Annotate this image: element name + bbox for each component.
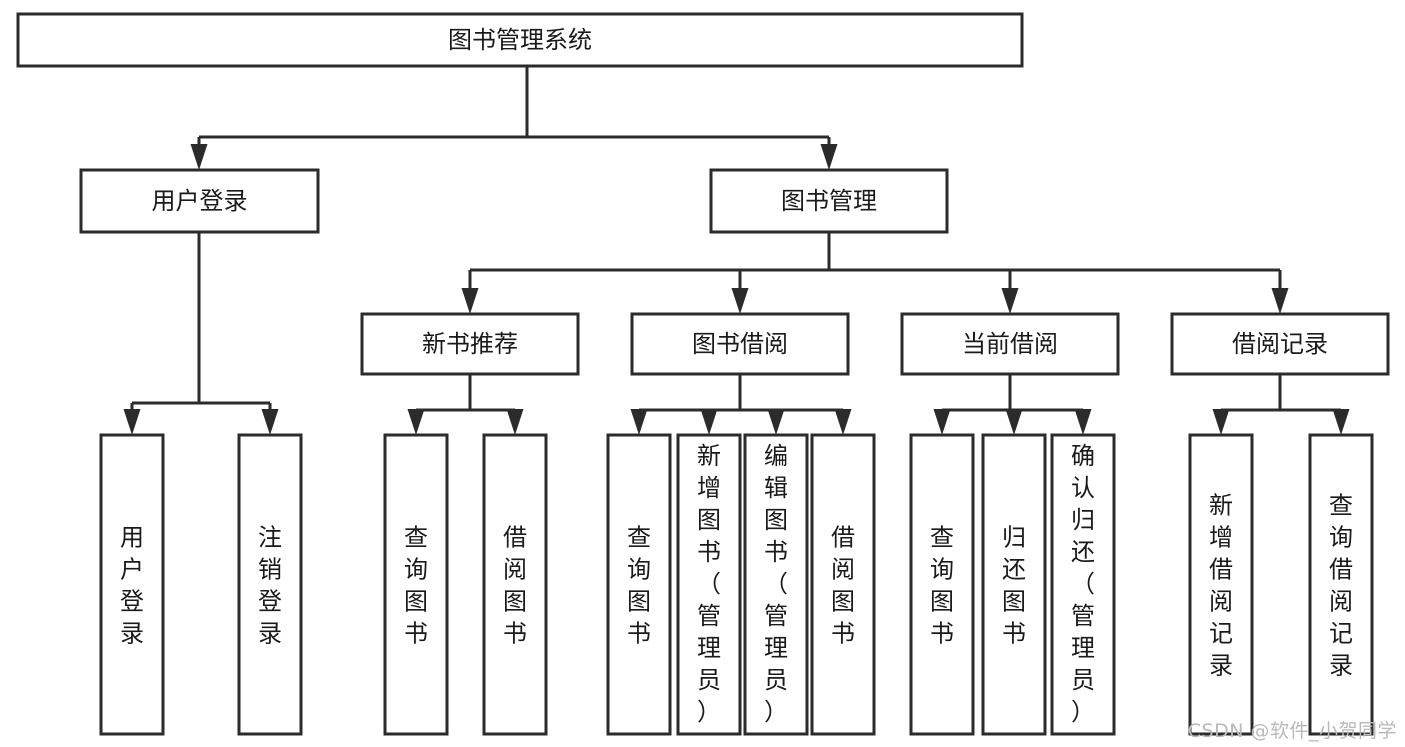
arrowhead-icon — [1074, 409, 1092, 435]
connector-group — [123, 232, 279, 435]
node-leaf-nb-query[interactable]: 查询图书 — [383, 433, 449, 736]
node-box[interactable] — [482, 433, 548, 736]
node-leaf-bo-edit[interactable]: 编辑图书（管理员） — [743, 433, 809, 736]
watermark-label: CSDN @软件_小贺同学 — [1187, 720, 1397, 742]
arrowhead-icon — [1332, 409, 1350, 435]
arrowhead-icon — [820, 144, 838, 170]
node-box[interactable] — [810, 433, 876, 736]
arrowhead-icon — [123, 409, 141, 435]
arrowhead-icon — [190, 144, 208, 170]
node-label: 借阅记录 — [1232, 330, 1328, 358]
node-leaf-re-add[interactable]: 新增借阅记录 — [1188, 433, 1254, 736]
node-leaf-cu-confirm[interactable]: 确认归还（管理员） — [1050, 433, 1116, 736]
node-box[interactable] — [709, 168, 949, 234]
arrowhead-icon — [630, 409, 648, 435]
arrowhead-icon — [933, 409, 951, 435]
node-label: 新书推荐 — [422, 330, 518, 358]
node-box[interactable] — [1050, 433, 1116, 736]
connector-group — [1212, 374, 1350, 435]
node-label: 查询借阅记录 — [1329, 491, 1353, 679]
node-leaf-re-query[interactable]: 查询借阅记录 — [1308, 433, 1374, 736]
arrowhead-icon — [1212, 409, 1230, 435]
node-label: 注销登录 — [258, 523, 282, 647]
arrowhead-icon — [834, 409, 852, 435]
node-label: 新增借阅记录 — [1209, 491, 1233, 679]
node-label: 新增图书（管理员） — [697, 442, 721, 726]
node-root[interactable]: 图书管理系统 — [16, 12, 1024, 68]
node-leaf-cu-return[interactable]: 归还图书 — [981, 433, 1047, 736]
node-label: 图书借阅 — [692, 330, 788, 358]
node-box[interactable] — [606, 433, 672, 736]
node-label: 查询图书 — [404, 523, 428, 647]
node-label: 编辑图书（管理员） — [764, 442, 788, 726]
node-label: 当前借阅 — [962, 330, 1058, 358]
node-leaf-cu-query[interactable]: 查询图书 — [909, 433, 975, 736]
connector-group — [630, 374, 852, 435]
node-box[interactable] — [630, 312, 850, 376]
node-newbook[interactable]: 新书推荐 — [360, 312, 580, 376]
node-label: 查询图书 — [930, 523, 954, 647]
node-box[interactable] — [743, 433, 809, 736]
node-records[interactable]: 借阅记录 — [1170, 312, 1390, 376]
arrowhead-icon — [1271, 288, 1289, 314]
node-box[interactable] — [900, 312, 1120, 376]
node-box[interactable] — [1170, 312, 1390, 376]
arrowhead-icon — [1005, 409, 1023, 435]
node-leaf-bo-borrow[interactable]: 借阅图书 — [810, 433, 876, 736]
node-current[interactable]: 当前借阅 — [900, 312, 1120, 376]
arrowhead-icon — [731, 288, 749, 314]
node-box[interactable] — [383, 433, 449, 736]
node-box[interactable] — [981, 433, 1047, 736]
node-borrow[interactable]: 图书借阅 — [630, 312, 850, 376]
node-label: 图书管理系统 — [448, 26, 592, 54]
node-box[interactable] — [1188, 433, 1254, 736]
connector-group — [461, 232, 1289, 314]
connector-group — [933, 374, 1092, 435]
node-label: 借阅图书 — [503, 523, 527, 647]
node-box[interactable] — [1308, 433, 1374, 736]
node-login[interactable]: 用户登录 — [79, 168, 320, 234]
node-box[interactable] — [99, 433, 165, 736]
node-label: 确认归还（管理员） — [1071, 442, 1095, 726]
node-leaf-user-logout[interactable]: 注销登录 — [237, 433, 303, 736]
node-label: 归还图书 — [1002, 523, 1026, 647]
connector-group — [190, 66, 838, 170]
node-box[interactable] — [360, 312, 580, 376]
node-label: 用户登录 — [120, 523, 144, 647]
node-box[interactable] — [676, 433, 742, 736]
node-label: 查询图书 — [627, 523, 651, 647]
node-box[interactable] — [237, 433, 303, 736]
node-leaf-user-login[interactable]: 用户登录 — [99, 433, 165, 736]
node-box[interactable] — [16, 12, 1024, 68]
node-leaf-nb-borrow[interactable]: 借阅图书 — [482, 433, 548, 736]
arrowhead-icon — [407, 409, 425, 435]
node-leaf-bo-query[interactable]: 查询图书 — [606, 433, 672, 736]
arrowhead-icon — [1001, 288, 1019, 314]
arrowhead-icon — [767, 409, 785, 435]
arrowhead-icon — [261, 409, 279, 435]
node-bookmgmt[interactable]: 图书管理 — [709, 168, 949, 234]
arrowhead-icon — [461, 288, 479, 314]
node-label: 图书管理 — [781, 187, 877, 215]
node-box[interactable] — [79, 168, 320, 234]
arrowhead-icon — [506, 409, 524, 435]
node-leaf-bo-add[interactable]: 新增图书（管理员） — [676, 433, 742, 736]
arrowhead-icon — [700, 409, 718, 435]
node-label: 借阅图书 — [831, 523, 855, 647]
connector-group — [407, 374, 524, 435]
node-label: 用户登录 — [152, 187, 248, 215]
node-box[interactable] — [909, 433, 975, 736]
